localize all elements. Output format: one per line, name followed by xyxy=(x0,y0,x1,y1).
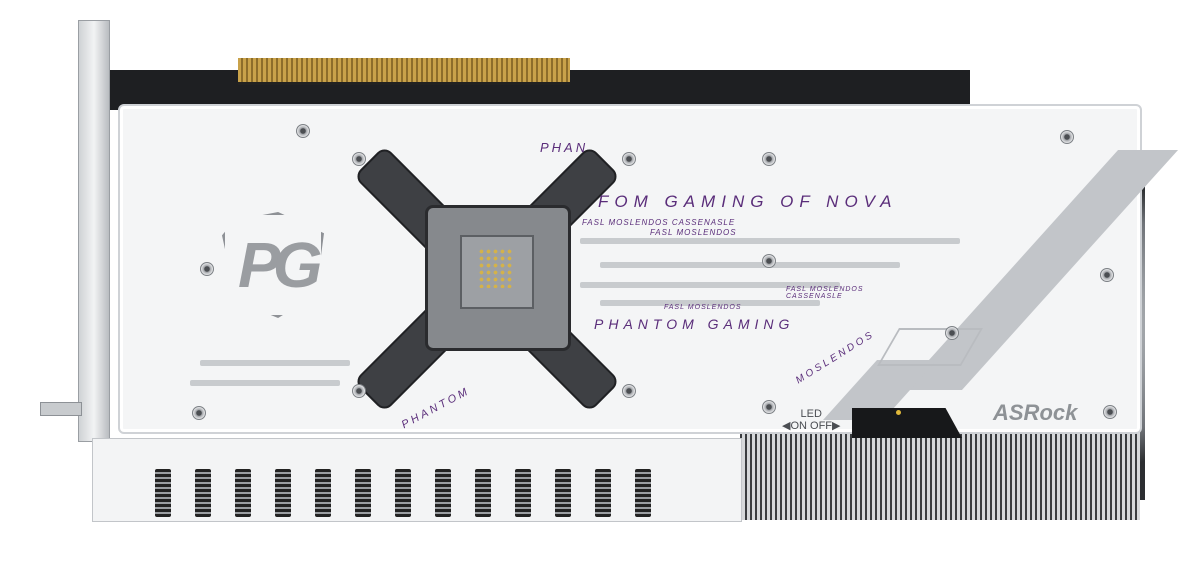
screw-icon xyxy=(622,384,636,398)
heatsink-fins xyxy=(740,430,1140,520)
asrock-logo: ASRock xyxy=(993,400,1078,425)
bottom-banner-text: PHANTOM GAMING xyxy=(594,316,795,332)
gpu-core-plate xyxy=(425,205,571,351)
vent-slot xyxy=(195,469,211,517)
vent-slot xyxy=(635,469,651,517)
led-toggle-switch[interactable] xyxy=(852,408,962,438)
vent-slot xyxy=(515,469,531,517)
screw-icon xyxy=(1103,405,1117,419)
led-indicator-dot xyxy=(896,410,901,415)
led-switch-label: LED ◀ON OFF▶ xyxy=(782,408,841,432)
trace-line xyxy=(200,360,350,366)
screw-icon xyxy=(352,152,366,166)
trace-line xyxy=(600,262,900,268)
screw-icon xyxy=(192,406,206,420)
screw-icon xyxy=(762,152,776,166)
vent-slot xyxy=(435,469,451,517)
pcie-gold-fingers xyxy=(238,58,570,85)
vent-slot xyxy=(395,469,411,517)
gpu-die xyxy=(460,235,534,309)
trace-line xyxy=(600,300,820,306)
trace-line xyxy=(580,238,960,244)
screw-icon xyxy=(1100,268,1114,282)
middle-small-1: FASL MOSLENDOS xyxy=(664,304,742,311)
top-fragment-text: PHAN xyxy=(540,140,589,155)
vent-slot xyxy=(275,469,291,517)
sub-line-1: FASL MOSLENDOS CASSENASLE xyxy=(582,218,736,227)
screw-icon xyxy=(200,262,214,276)
vent-slot xyxy=(155,469,171,517)
pg-logo-text: PG xyxy=(238,229,323,301)
led-off-label: OFF▶ xyxy=(810,420,841,432)
vent-slot xyxy=(315,469,331,517)
io-bracket xyxy=(78,20,110,442)
vent-slot xyxy=(595,469,611,517)
trace-line xyxy=(190,380,340,386)
sub-line-2: FASL MOSLENDOS xyxy=(650,228,737,237)
screw-icon xyxy=(1060,130,1074,144)
screw-icon xyxy=(296,124,310,138)
vent-slot xyxy=(475,469,491,517)
middle-small-2: FASL MOSLENDOS CASSENASLE xyxy=(786,286,864,300)
vent-slot xyxy=(555,469,571,517)
trace-line xyxy=(580,282,840,288)
top-banner-text: FOM GAMING OF NOVA xyxy=(598,192,898,211)
led-title: LED xyxy=(800,408,822,420)
screw-icon xyxy=(762,400,776,414)
vent-slot xyxy=(235,469,251,517)
screw-icon xyxy=(352,384,366,398)
bracket-tab xyxy=(40,402,82,416)
lower-shroud xyxy=(92,438,742,522)
screw-icon xyxy=(945,326,959,340)
led-on-label: ◀ON xyxy=(782,420,807,432)
screw-icon xyxy=(622,152,636,166)
vent-slot xyxy=(355,469,371,517)
screw-icon xyxy=(762,254,776,268)
contact-pads xyxy=(478,248,512,288)
